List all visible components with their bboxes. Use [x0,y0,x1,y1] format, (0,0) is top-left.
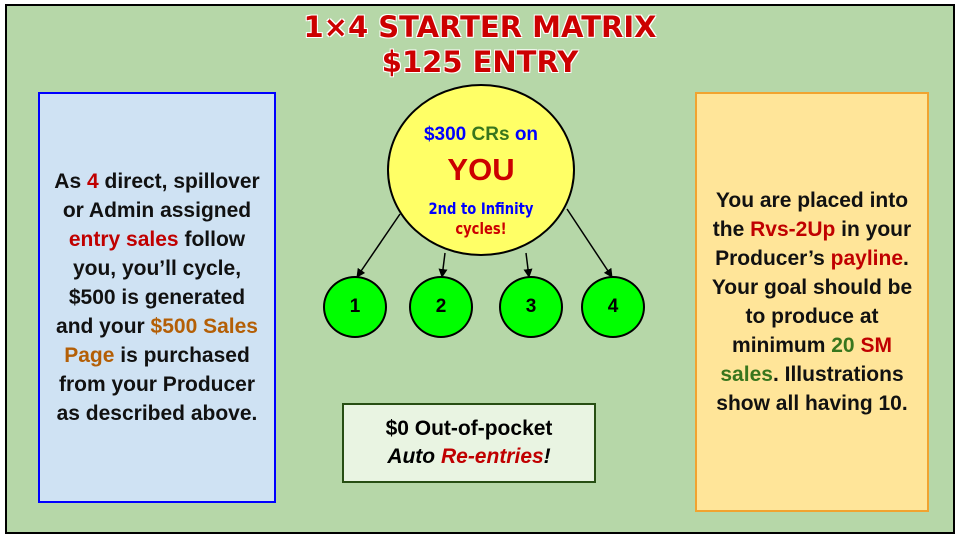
right-count: 20 [831,334,855,357]
page-title: 1×4 STARTER MATRIX $125 ENTRY [7,10,953,80]
reentries-box: $0 Out-of-pocket Auto Re-entries! [342,403,596,483]
connector-arrow-3 [523,252,533,278]
title-line-1: 1×4 STARTER MATRIX [303,10,657,44]
right-highlight-payline: payline [830,247,904,270]
you-circle: $300 CRs on YOU 2nd to Infinity cycles! [387,84,575,256]
you-label: YOU [447,152,515,187]
left-text-2: direct, spillover or Admin assigned [62,170,260,222]
left-highlight-entry-sales: entry sales [68,228,179,251]
left-count: 4 [86,170,99,193]
left-info-panel: As 4 direct, spillover or Admin assigned… [38,92,276,503]
connector-arrow-2 [438,252,448,278]
matrix-connectors [356,208,613,278]
right-highlight-sm: SM [860,334,892,357]
right-text-2: in your Producer’s [715,218,912,270]
title-line-2: $125 ENTRY [381,45,579,79]
left-panel-text: As 4 direct, spillover or Admin assigned… [50,167,264,428]
auto-reentries-label: Auto Re-entries! [387,443,550,471]
right-text-4: . Illustrations show all having 10. [716,363,908,415]
matrix-node-3: 3 [499,276,563,338]
cr-amount: $300 [423,124,467,145]
right-text-1: You are placed into the [712,189,909,241]
cycles-label: cycles! [455,219,507,238]
connector-arrow-4 [566,208,613,278]
reentries-word: Re-entries [440,445,544,468]
matrix-node-2: 2 [409,276,473,338]
right-info-panel: You are placed into the Rvs-2Up in your … [695,92,929,512]
right-text-3: . Your goal should be to produce at mini… [711,247,913,357]
cr-word: CRs [471,124,510,145]
infinity-label: 2nd to Infinity [428,199,534,218]
matrix-node-1: 1 [323,276,387,338]
slide: 1×4 STARTER MATRIX $125 ENTRY As 4 direc… [5,4,955,534]
cr-on: on [514,124,539,145]
cr-label: $300 CRs on [389,124,573,146]
right-highlight-sales: sales [720,363,773,386]
left-text-3: follow you, you’ll cycle, $500 is genera… [56,228,246,338]
bang: ! [543,445,551,468]
connector-arrow-1 [356,213,401,278]
left-highlight-sales-page: $500 Sales Page [64,315,258,367]
auto-word: Auto [387,445,441,468]
right-panel-text: You are placed into the Rvs-2Up in your … [707,186,917,418]
out-of-pocket-label: $0 Out-of-pocket [385,417,553,440]
matrix-node-4: 4 [581,276,645,338]
right-highlight-rvs2up: Rvs-2Up [750,218,836,241]
left-text-4: is purchased from your Producer as descr… [56,344,258,425]
left-text-1: As [54,170,87,193]
